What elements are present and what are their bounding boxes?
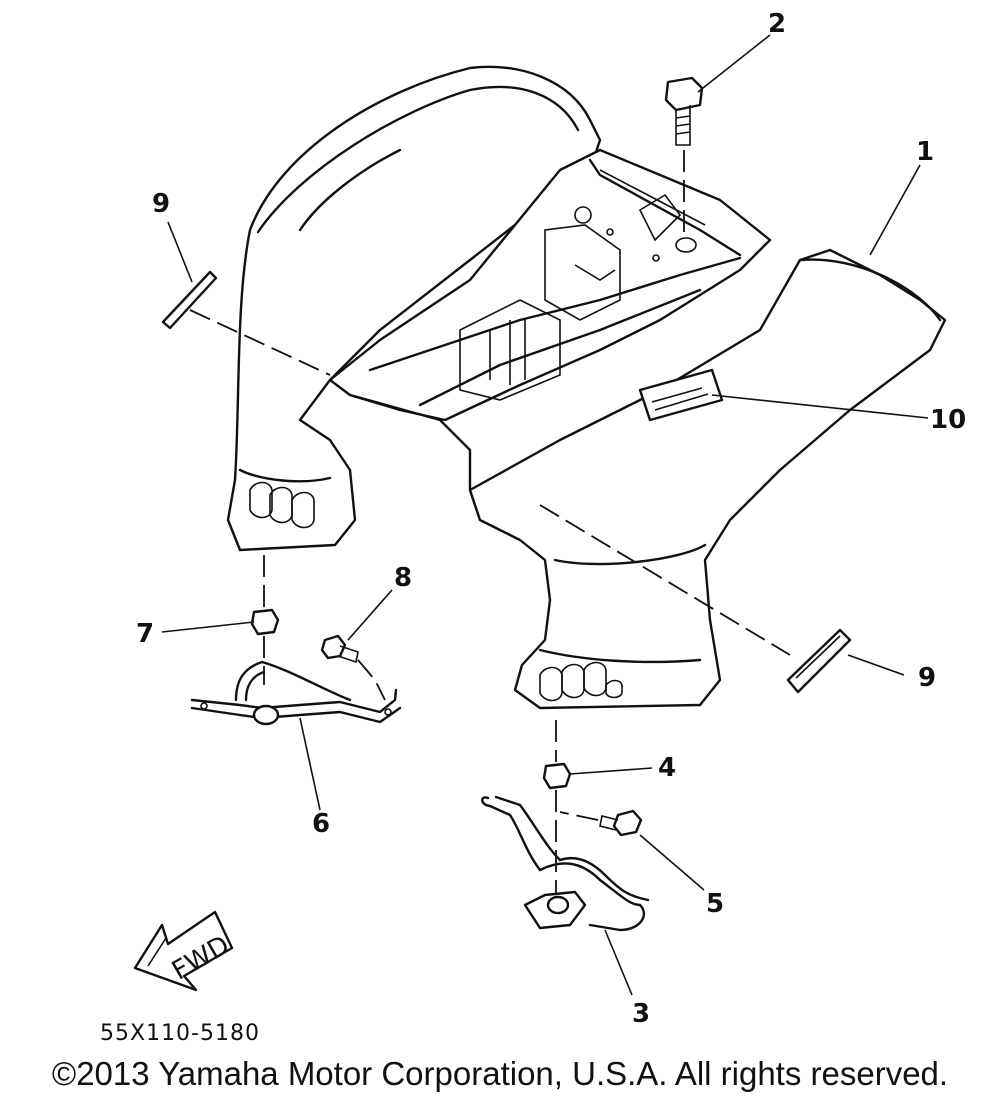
callout-4: 4 xyxy=(658,753,676,783)
bolt-8 xyxy=(320,634,359,664)
bracket-3 xyxy=(481,795,650,932)
bolt-5 xyxy=(599,809,643,837)
decal-9-right xyxy=(786,628,852,694)
caution-label-10 xyxy=(638,368,724,422)
callout-3: 3 xyxy=(632,999,650,1029)
rear-fender xyxy=(226,65,947,710)
callout-10: 10 xyxy=(930,405,966,435)
nut-4 xyxy=(542,762,572,790)
callout-9-left: 9 xyxy=(152,189,170,219)
fwd-arrow-icon xyxy=(133,910,234,992)
leader-lines xyxy=(161,34,929,996)
decal-9-left xyxy=(161,270,218,330)
callout-8: 8 xyxy=(394,563,412,593)
callout-2: 2 xyxy=(768,9,786,39)
callout-7: 7 xyxy=(136,619,154,649)
callout-6: 6 xyxy=(312,809,330,839)
bracket-6 xyxy=(190,660,402,726)
bolt-2 xyxy=(664,76,704,146)
callout-1: 1 xyxy=(916,137,934,167)
callout-5: 5 xyxy=(706,889,724,919)
diagram-part-code: 55X110-5180 xyxy=(100,1021,260,1046)
nut-7 xyxy=(250,608,280,636)
callout-9-right: 9 xyxy=(918,663,936,693)
copyright-notice: ©2013 Yamaha Motor Corporation, U.S.A. A… xyxy=(51,1055,949,1092)
mounting-hole xyxy=(675,237,697,253)
